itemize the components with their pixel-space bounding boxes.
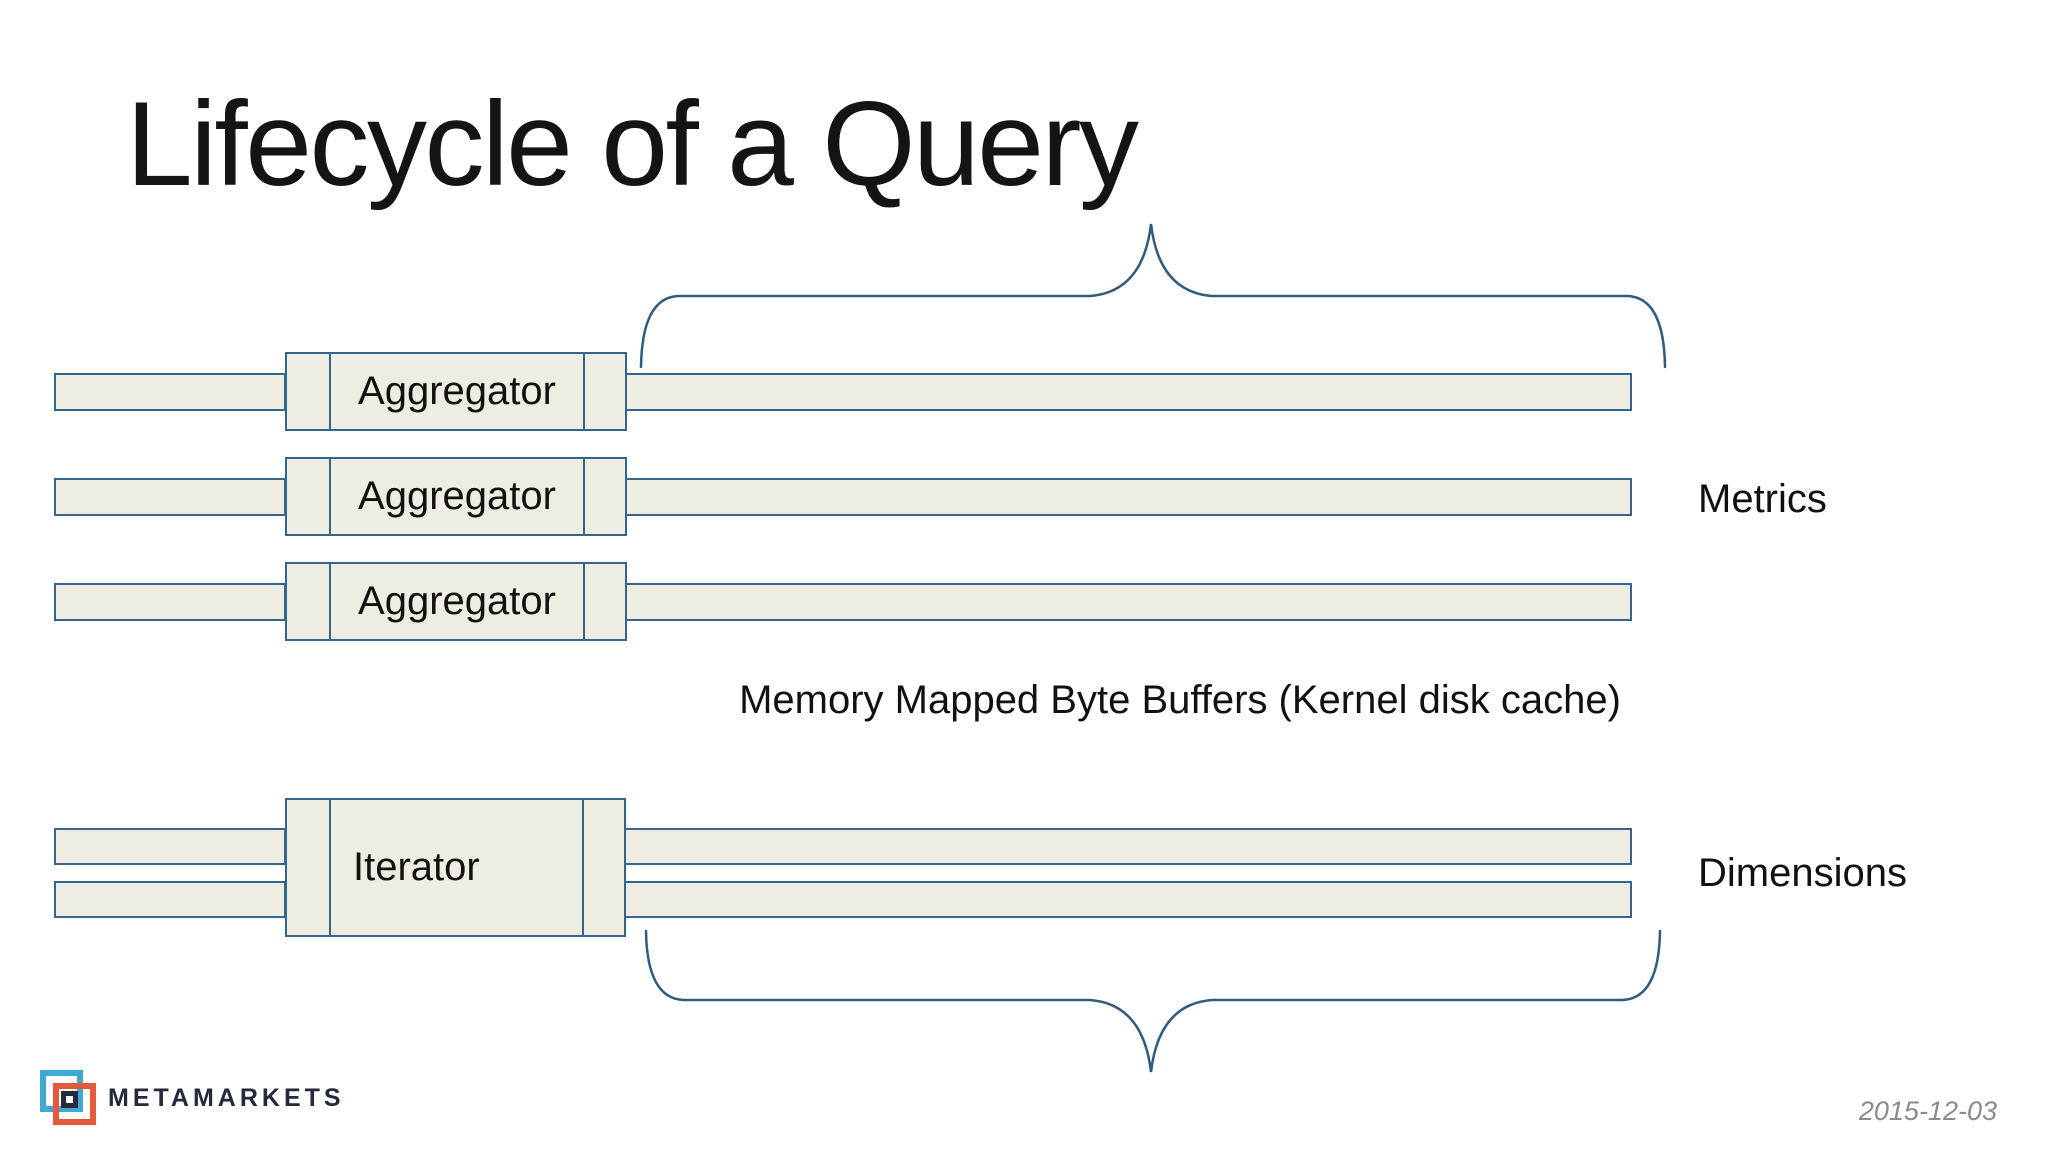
aggregator-label: Aggregator [358, 474, 556, 518]
output-bar [624, 881, 1632, 918]
output-port [583, 459, 625, 534]
aggregator-label: Aggregator [358, 369, 556, 413]
logo-blue-square-icon [40, 1070, 83, 1112]
aggregator-box: Aggregator [285, 562, 627, 641]
iterator-label: Iterator [353, 845, 480, 889]
buffer-caption: Memory Mapped Byte Buffers (Kernel disk … [739, 678, 1621, 722]
metrics-label: Metrics [1698, 477, 1827, 521]
metamarkets-logo: METAMARKETS [40, 1068, 440, 1132]
output-bar [625, 478, 1632, 516]
aggregator-box: Aggregator [285, 457, 627, 536]
dimensions-brace-icon [644, 929, 1662, 1073]
logo-overlap-square-icon [61, 1091, 78, 1108]
output-port [583, 354, 625, 429]
input-port [287, 459, 331, 534]
page-title: Lifecycle of a Query [126, 77, 1139, 211]
output-bar [625, 373, 1632, 411]
logo-wordmark: METAMARKETS [108, 1084, 345, 1112]
aggregator-box: Aggregator [285, 352, 627, 431]
output-port [582, 800, 624, 935]
output-port [583, 564, 625, 639]
input-bar [54, 373, 286, 411]
output-bar [625, 583, 1632, 621]
input-port [287, 564, 331, 639]
input-port [287, 800, 331, 935]
slide-date: 2015-12-03 [1858, 1096, 1997, 1126]
input-port [287, 354, 331, 429]
logo-orange-square-icon [53, 1083, 96, 1125]
input-bar [54, 881, 286, 918]
input-bar [54, 583, 286, 621]
aggregator-label: Aggregator [358, 579, 556, 623]
input-bar [54, 828, 286, 865]
output-bar [624, 828, 1632, 865]
input-bar [54, 478, 286, 516]
iterator-box: Iterator [285, 798, 626, 937]
metrics-brace-icon [639, 223, 1667, 369]
dimensions-label: Dimensions [1698, 851, 1907, 895]
